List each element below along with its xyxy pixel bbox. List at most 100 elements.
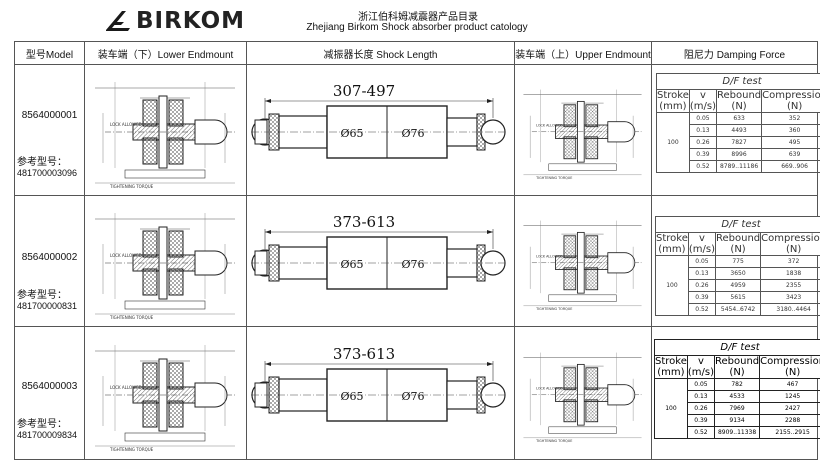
- reference-value: 481700000831: [17, 301, 78, 311]
- upper-endmount-drawing: [514, 195, 652, 327]
- df-cell: 5615: [714, 291, 762, 304]
- df-cell: 0.52: [686, 426, 716, 439]
- reference-label: 参考型号：: [17, 290, 67, 301]
- df-cell: 0.13: [687, 267, 717, 280]
- df-col-rebound: Rebound (N): [714, 232, 762, 256]
- df-cell: 639: [761, 148, 820, 161]
- model-cell: 8564000003 参考型号： 481700009834: [14, 326, 85, 460]
- df-cell: 360: [761, 124, 820, 137]
- df-cell: 1838: [760, 267, 820, 280]
- df-cell: 8909..11338: [713, 426, 761, 439]
- dia-right-label: Ø76: [401, 127, 424, 140]
- reference-number: 参考型号： 481700003096: [17, 153, 77, 178]
- df-cell: 775: [714, 255, 762, 268]
- df-cell: 7827: [715, 136, 763, 149]
- shock-length-label: 307-497: [333, 82, 395, 100]
- df-col-rebound: Rebound (N): [713, 355, 761, 379]
- df-cell: 4533: [713, 390, 761, 403]
- df-cell: 633: [715, 112, 763, 125]
- df-cell: 3423: [760, 291, 820, 304]
- lower-endmount-drawing: [84, 195, 247, 327]
- df-cell: 0.39: [688, 148, 718, 161]
- df-cell: 4493: [715, 124, 763, 137]
- df-stroke: 100: [655, 255, 689, 316]
- df-cell: 0.52: [687, 303, 717, 316]
- brand-name: BIRKOM: [136, 8, 246, 34]
- upper-endmount-diagram: [523, 219, 642, 311]
- df-title: D/F test: [653, 339, 820, 356]
- upper-endmount-diagram: [523, 88, 642, 180]
- table-row: 8564000001 参考型号： 481700003096 307-497 Ø6…: [14, 64, 820, 196]
- df-cell: 782: [713, 378, 761, 391]
- reference-label: 参考型号：: [17, 419, 67, 430]
- birkom-logo-icon: [106, 11, 130, 31]
- dia-right-label: Ø76: [401, 258, 424, 271]
- lower-endmount-drawing: [84, 64, 247, 196]
- df-cell: 467: [759, 378, 820, 391]
- df-cell: 3650: [714, 267, 762, 280]
- lower-endmount-drawing: [84, 326, 247, 460]
- damping-force-cell: D/F test Stroke (mm) v (m/s) Rebound (N)…: [651, 195, 820, 327]
- df-cell: 0.13: [688, 124, 718, 137]
- dia-right-label: Ø76: [401, 390, 424, 403]
- df-cell: 669..906: [761, 160, 820, 173]
- df-cell: 2155..2915: [759, 426, 820, 439]
- shock-length-drawing: 373-613 Ø65 Ø76: [246, 195, 515, 327]
- df-cell: 0.05: [687, 255, 717, 268]
- col-model: 型号Model: [14, 41, 85, 65]
- upper-endmount-drawing: [514, 326, 652, 460]
- shock-diagram: 373-613 Ø65 Ø76: [250, 345, 506, 422]
- df-cell: 7969: [713, 402, 761, 415]
- df-stroke: 100: [656, 112, 690, 173]
- df-title: D/F test: [654, 216, 820, 233]
- upper-endmount-drawing: [514, 64, 652, 196]
- table-header-row: 型号Model 装车端（下）Lower Endmount 减振器长度 Shock…: [14, 41, 818, 65]
- dia-left-label: Ø65: [340, 390, 363, 403]
- df-col-stroke: Stroke (mm): [654, 355, 688, 379]
- df-cell: 0.52: [688, 160, 718, 173]
- df-cell: 0.05: [686, 378, 716, 391]
- damping-force-cell: D/F test Stroke (mm) v (m/s) Rebound (N)…: [651, 326, 820, 460]
- df-cell: 3180..4464: [760, 303, 820, 316]
- df-stroke: 100: [654, 378, 688, 439]
- upper-endmount-diagram: [523, 351, 642, 443]
- df-cell: 1245: [759, 390, 820, 403]
- col-upper-endmount: 装车端（上）Upper Endmount: [514, 41, 652, 65]
- df-test-table: D/F test Stroke (mm) v (m/s) Rebound (N)…: [655, 73, 820, 173]
- df-cell: 4959: [714, 279, 762, 292]
- df-col-velocity: v (m/s): [688, 89, 718, 113]
- df-cell: 352: [761, 112, 820, 125]
- model-number: 8564000002: [21, 252, 78, 263]
- brand-logo: BIRKOM: [104, 7, 245, 35]
- reference-number: 参考型号： 481700000831: [17, 286, 77, 311]
- df-cell: 2355: [760, 279, 820, 292]
- shock-length-label: 373-613: [333, 213, 395, 231]
- df-cell: 2288: [759, 414, 820, 427]
- df-cell: 5454..6742: [714, 303, 762, 316]
- table-row: 8564000002 参考型号： 481700000831 373-613 Ø6…: [14, 195, 820, 327]
- df-col-compression: Compression (N): [759, 355, 820, 379]
- catalog-title-cn: 浙江伯科姆减震器产品目录: [358, 12, 478, 23]
- shock-diagram: 373-613 Ø65 Ø76: [250, 213, 506, 290]
- df-col-velocity: v (m/s): [687, 232, 717, 256]
- df-cell: 0.26: [687, 279, 717, 292]
- df-col-velocity: v (m/s): [686, 355, 716, 379]
- df-cell: 2427: [759, 402, 820, 415]
- df-col-compression: Compression (N): [761, 89, 820, 113]
- df-cell: 0.39: [686, 414, 716, 427]
- col-lower-endmount: 装车端（下）Lower Endmount: [84, 41, 247, 65]
- reference-number: 参考型号： 481700009834: [17, 415, 77, 440]
- reference-value: 481700003096: [17, 168, 78, 178]
- shock-length-label: 373-613: [333, 345, 395, 363]
- shock-length-drawing: 307-497 Ø65 Ø76: [246, 64, 515, 196]
- table-row: 8564000003 参考型号： 481700009834 373-613 Ø6…: [14, 326, 820, 460]
- df-test-table: D/F test Stroke (mm) v (m/s) Rebound (N)…: [653, 339, 820, 439]
- model-cell: 8564000001 参考型号： 481700003096: [14, 64, 85, 196]
- df-cell: 0.13: [686, 390, 716, 403]
- df-cell: 0.26: [688, 136, 718, 149]
- catalog-title-en: Zhejiang Birkom Shock absorber product c…: [306, 22, 528, 33]
- df-col-stroke: Stroke (mm): [656, 89, 690, 113]
- dia-left-label: Ø65: [340, 258, 363, 271]
- df-cell: 372: [760, 255, 820, 268]
- df-title: D/F test: [655, 73, 820, 90]
